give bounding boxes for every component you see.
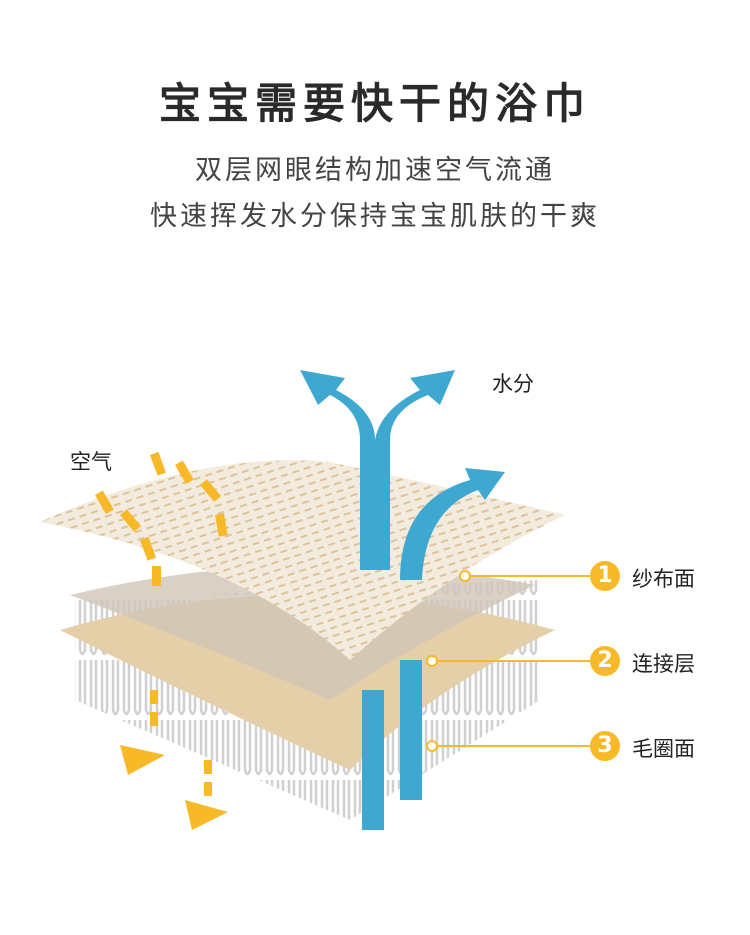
layer-3-badge: 3	[590, 731, 620, 761]
subtitle-line-1: 双层网眼结构加速空气流通	[195, 155, 555, 186]
water-flow	[300, 370, 505, 830]
air-label: 空气	[70, 450, 112, 474]
layer-2-badge: 2	[590, 646, 620, 676]
air-flow-icon	[95, 451, 228, 830]
layer-3-label: 毛圈面	[632, 737, 695, 761]
layer-1-badge: 1	[590, 561, 620, 591]
layer-2-label: 连接层	[632, 652, 695, 676]
subtitle-line-2: 快速挥发水分保持宝宝肌肤的干爽	[150, 201, 600, 232]
moisture-label: 水分	[492, 372, 534, 396]
page-title: 宝宝需要快干的浴巾	[158, 79, 591, 128]
leader-lines	[426, 570, 590, 752]
layer-1-label: 纱布面	[632, 567, 695, 591]
